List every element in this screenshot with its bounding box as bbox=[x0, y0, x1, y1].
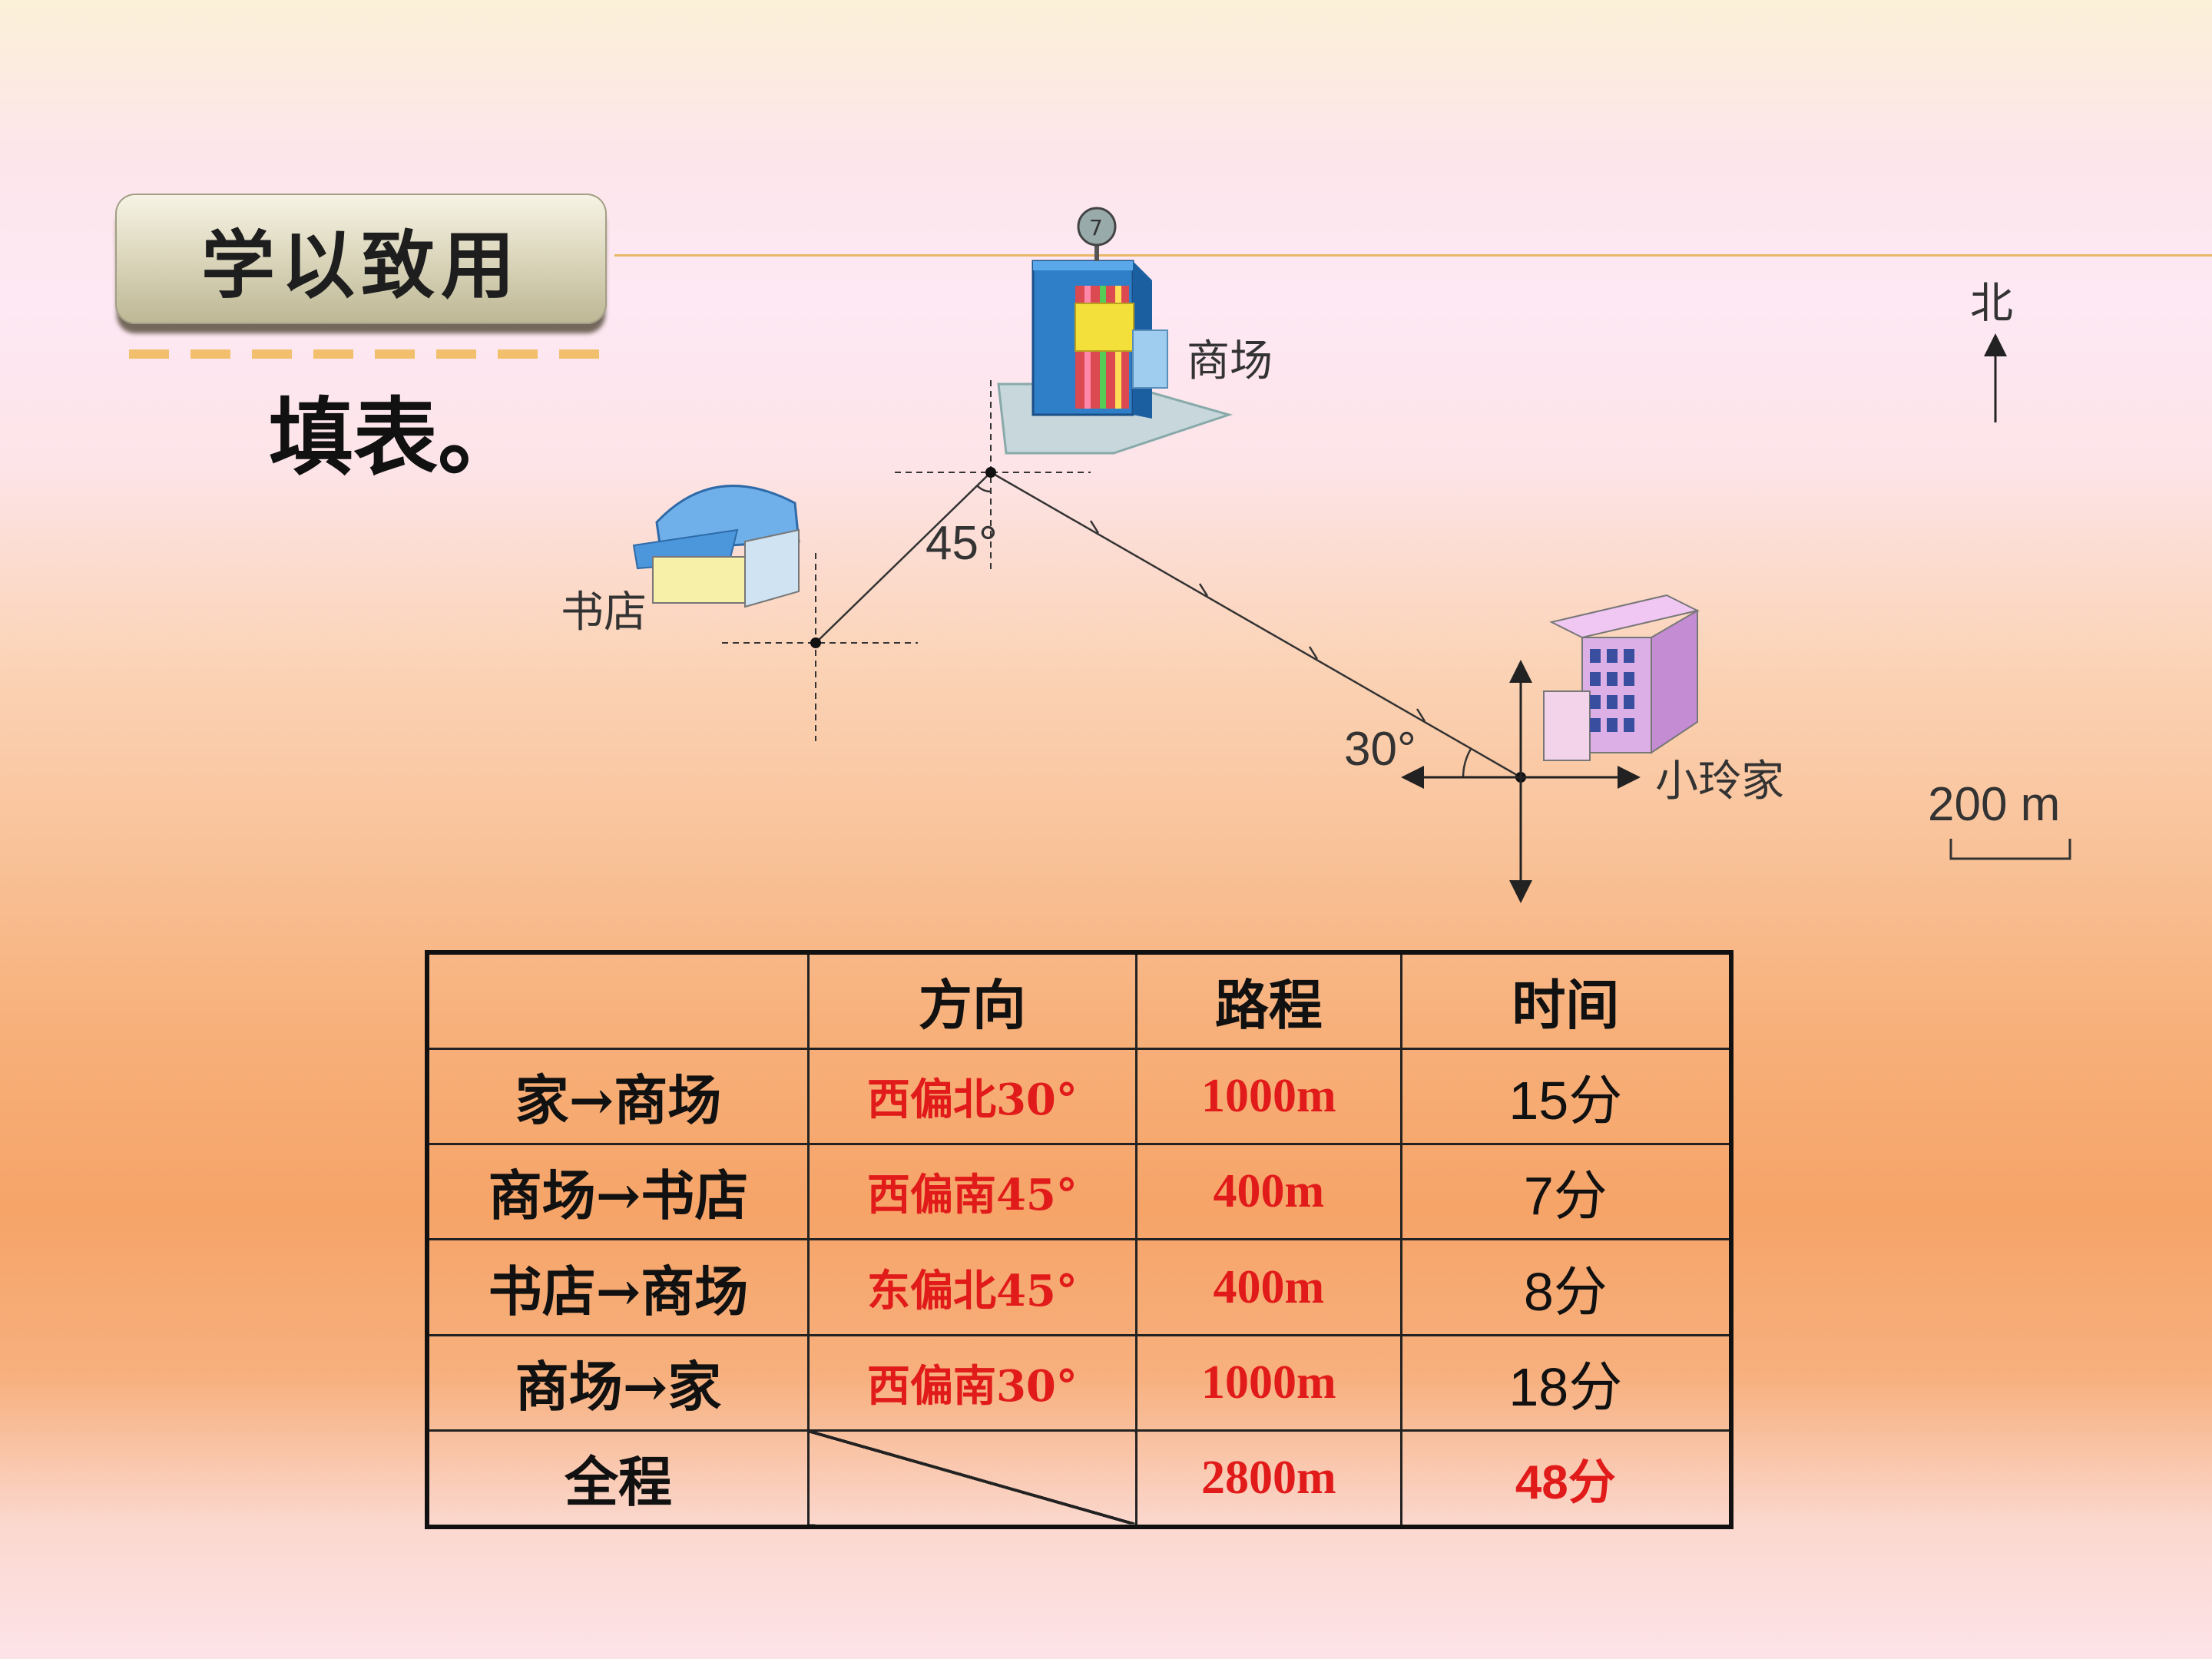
svg-text:7: 7 bbox=[1089, 215, 1103, 240]
direction-cell: 东偏北45° bbox=[806, 1238, 1137, 1336]
total-label: 全程 bbox=[426, 1429, 810, 1528]
table-row: 商场→书店 西偏南45° 400m 7分 bbox=[426, 1143, 1733, 1241]
section-badge: 学以致用 bbox=[115, 194, 607, 324]
header-distance: 路程 bbox=[1134, 951, 1402, 1051]
route-lines bbox=[815, 471, 1522, 779]
direction-cell: 西偏北30° bbox=[806, 1048, 1137, 1146]
route-name: 家→商场 bbox=[426, 1048, 810, 1146]
table-row: 家→商场 西偏北30° 1000m 15分 bbox=[426, 1048, 1733, 1146]
time-cell: 8分 bbox=[1399, 1238, 1733, 1336]
route-table: 方向 路程 时间 家→商场 西偏北30° 1000m 15分 商场→书店 西偏南… bbox=[425, 950, 1734, 1529]
distance-cell: 1000m bbox=[1134, 1333, 1402, 1432]
time-cell: 7分 bbox=[1399, 1143, 1733, 1241]
home-building-icon bbox=[1543, 594, 1700, 761]
instruction-text: 填表。 bbox=[269, 388, 522, 487]
route-name: 书店→商场 bbox=[426, 1238, 810, 1336]
table-total-row: 全程 2800m 48分 bbox=[426, 1429, 1733, 1528]
header-time: 时间 bbox=[1399, 951, 1733, 1051]
home-label: 小玲家 bbox=[1655, 757, 1784, 806]
angle-30-label: 30° bbox=[1344, 723, 1416, 776]
header-direction: 方向 bbox=[806, 951, 1137, 1051]
mall-point bbox=[985, 467, 996, 478]
north-label: 北 bbox=[1970, 279, 2013, 329]
mall-label: 商场 bbox=[1187, 336, 1273, 386]
scale-bar bbox=[1949, 839, 2071, 860]
bookstore-label: 书店 bbox=[561, 588, 647, 637]
bookstore-point bbox=[810, 637, 821, 648]
diagonal-blank-cell bbox=[806, 1429, 1137, 1528]
route-name: 商场→书店 bbox=[426, 1143, 810, 1241]
total-time: 48分 bbox=[1399, 1429, 1733, 1528]
header-rule bbox=[614, 254, 2212, 257]
table-row: 商场→家 西偏南30° 1000m 18分 bbox=[426, 1333, 1733, 1432]
dashed-underline bbox=[129, 349, 621, 359]
direction-cell: 西偏南30° bbox=[806, 1333, 1137, 1432]
scale-label: 200 m bbox=[1928, 778, 2061, 831]
time-cell: 18分 bbox=[1399, 1333, 1733, 1432]
time-cell: 15分 bbox=[1399, 1048, 1733, 1146]
direction-cell: 西偏南45° bbox=[806, 1143, 1137, 1241]
distance-cell: 400m bbox=[1134, 1143, 1402, 1241]
distance-cell: 400m bbox=[1134, 1238, 1402, 1336]
compass-cross-icon bbox=[1401, 660, 1641, 903]
angle-45-label: 45° bbox=[926, 517, 998, 570]
table-header-row: 方向 路程 时间 bbox=[426, 951, 1733, 1051]
table-row: 书店→商场 东偏北45° 400m 8分 bbox=[426, 1238, 1733, 1336]
total-distance: 2800m bbox=[1134, 1429, 1402, 1528]
route-name: 商场→家 bbox=[426, 1333, 810, 1432]
distance-cell: 1000m bbox=[1134, 1048, 1402, 1146]
header-cell bbox=[426, 951, 810, 1051]
mall-building-icon: 7 bbox=[997, 207, 1233, 455]
badge-title: 学以致用 bbox=[201, 221, 521, 309]
bookstore-icon bbox=[632, 485, 800, 608]
